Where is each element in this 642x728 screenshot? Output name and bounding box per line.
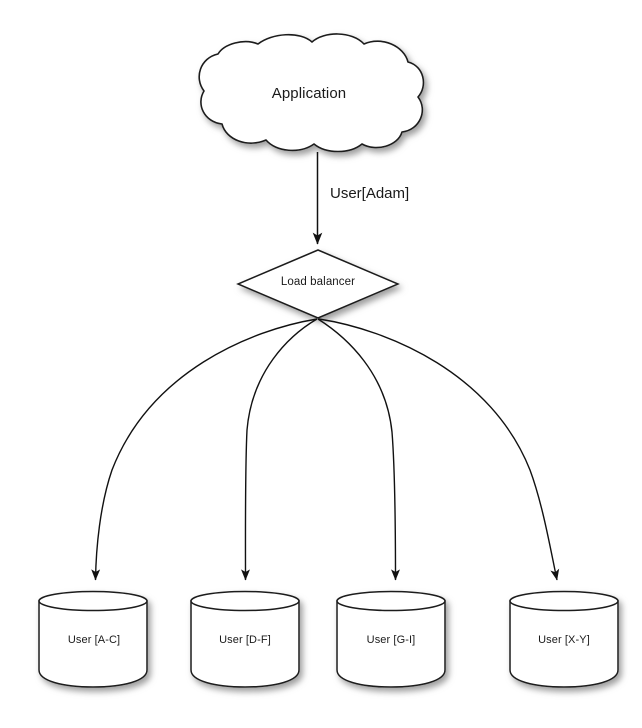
node-database-2[interactable] bbox=[190, 590, 300, 688]
edge-label-user-adam: User[Adam] bbox=[330, 185, 410, 202]
cylinder-top bbox=[509, 590, 619, 612]
node-database-3[interactable] bbox=[336, 590, 446, 688]
edge-to-db-3 bbox=[317, 318, 400, 581]
cloud-shape bbox=[198, 33, 425, 153]
diamond-shape bbox=[236, 249, 400, 319]
edge-to-db-1 bbox=[91, 318, 318, 581]
cylinder-body bbox=[509, 600, 619, 688]
edge-to-db-2 bbox=[241, 318, 318, 581]
cylinder-top bbox=[38, 590, 148, 612]
cylinder-body bbox=[38, 600, 148, 688]
node-database-1[interactable] bbox=[38, 590, 148, 688]
cylinder-top bbox=[190, 590, 300, 612]
cylinder-top bbox=[336, 590, 446, 612]
node-load-balancer[interactable] bbox=[236, 249, 400, 319]
node-application[interactable] bbox=[198, 33, 425, 153]
cylinder-body bbox=[336, 600, 446, 688]
node-database-4[interactable] bbox=[509, 590, 619, 688]
edge-to-db-4 bbox=[318, 318, 560, 581]
edge-group-load-balancer-to-databases bbox=[91, 318, 560, 581]
cylinder-body bbox=[190, 600, 300, 688]
